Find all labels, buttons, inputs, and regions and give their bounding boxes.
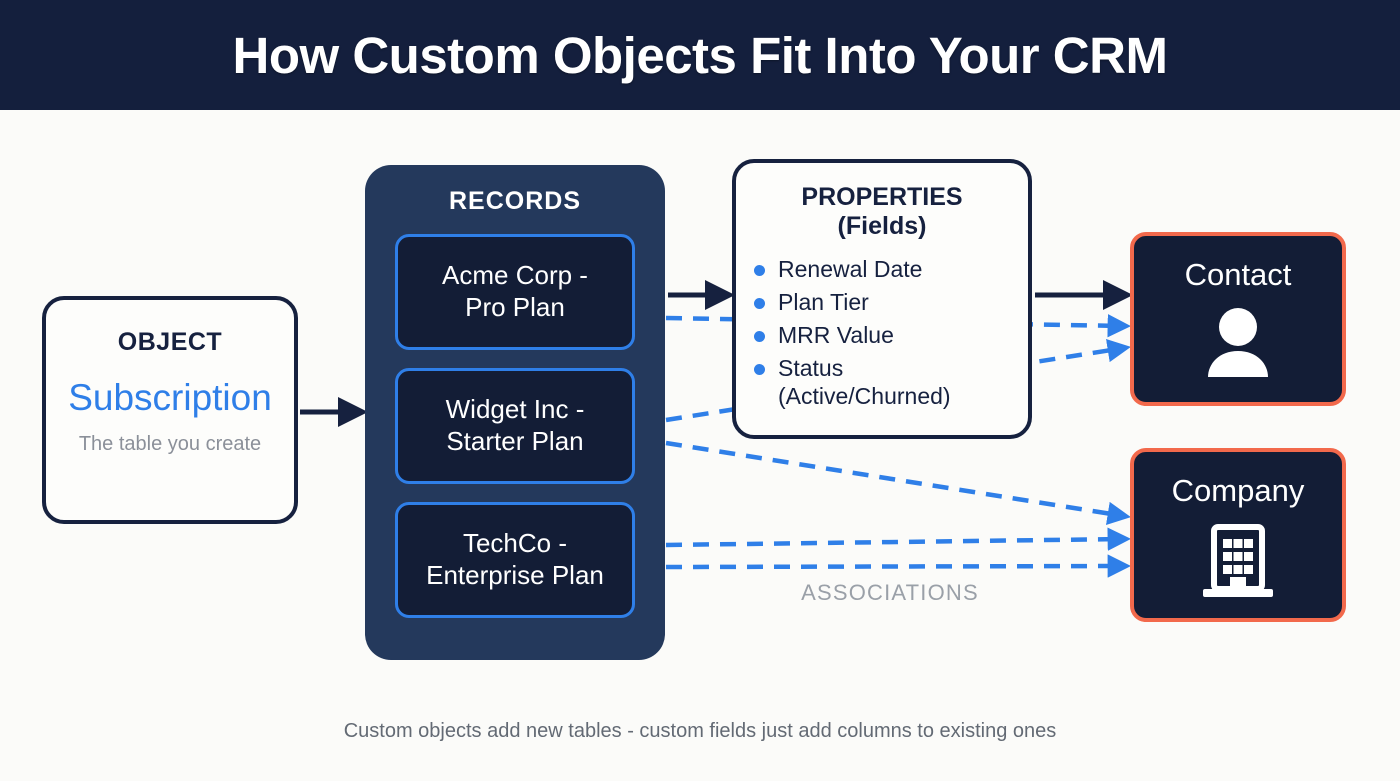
property-item: Status (Active/Churned) xyxy=(754,354,1010,410)
entity-box-contact[interactable]: Contact xyxy=(1130,232,1346,406)
bullet-icon xyxy=(754,298,765,310)
property-label: Plan Tier xyxy=(778,289,869,316)
record-card-line2: Pro Plan xyxy=(465,292,565,322)
bullet-icon xyxy=(754,364,765,376)
property-item: Renewal Date xyxy=(754,255,1010,283)
object-box[interactable]: OBJECT Subscription The table you create xyxy=(42,296,298,524)
object-box-name: Subscription xyxy=(68,377,272,418)
record-card-line1: Widget Inc - xyxy=(445,394,585,425)
record-card[interactable]: Acme Corp - Pro Plan xyxy=(395,234,635,350)
page-title: How Custom Objects Fit Into Your CRM xyxy=(232,26,1168,84)
entity-box-company[interactable]: Company xyxy=(1130,448,1346,622)
building-icon xyxy=(1198,523,1278,606)
records-panel-heading: RECORDS xyxy=(448,187,581,215)
property-item: MRR Value xyxy=(754,321,1010,349)
record-card-line2: Enterprise Plan xyxy=(426,560,604,590)
record-card[interactable]: Widget Inc - Starter Plan xyxy=(395,368,635,484)
properties-list: Renewal Date Plan Tier MRR Value Status … xyxy=(754,255,1010,410)
entity-label: Company xyxy=(1171,473,1305,508)
record-card-line1: Acme Corp - xyxy=(442,260,588,291)
entity-label: Contact xyxy=(1184,257,1292,292)
property-label: Status (Active/Churned) xyxy=(778,355,951,410)
bullet-icon xyxy=(754,265,765,276)
object-box-heading: OBJECT xyxy=(117,328,223,356)
records-panel: RECORDS Acme Corp - Pro Plan Widget Inc … xyxy=(365,165,665,660)
person-icon xyxy=(1201,307,1275,384)
property-label: Renewal Date xyxy=(778,256,923,282)
footer-note: Custom objects add new tables - custom f… xyxy=(343,720,1057,742)
association-line-3 xyxy=(665,440,1131,525)
object-box-subtitle: The table you create xyxy=(78,433,262,455)
properties-box[interactable]: PROPERTIES (Fields) Renewal Date Plan Ti… xyxy=(732,159,1032,439)
bullet-icon xyxy=(754,331,765,343)
properties-box-heading: PROPERTIES (Fields) xyxy=(801,183,963,240)
associations-label: ASSOCIATIONS xyxy=(801,580,979,605)
association-line-5 xyxy=(665,554,1132,578)
record-card-line2: Starter Plan xyxy=(446,426,584,456)
property-label: MRR Value xyxy=(778,322,894,349)
header-bar: How Custom Objects Fit Into Your CRM xyxy=(0,0,1400,110)
record-card[interactable]: TechCo - Enterprise Plan xyxy=(395,502,635,618)
association-line-4 xyxy=(665,527,1132,551)
record-card-line1: TechCo - xyxy=(462,528,568,559)
property-item: Plan Tier xyxy=(754,288,1010,316)
